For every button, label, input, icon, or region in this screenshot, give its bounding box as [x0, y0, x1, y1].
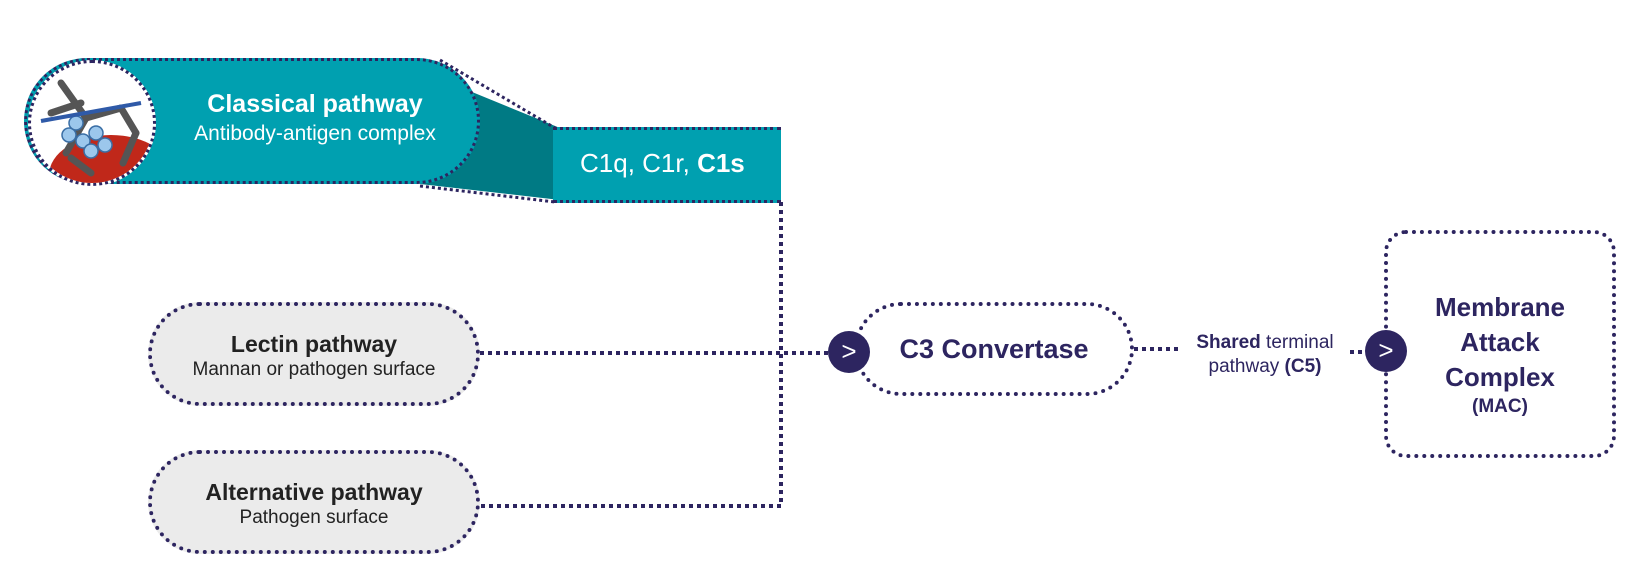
alternative-pathway-node: Alternative pathway Pathogen surface	[148, 450, 480, 554]
alternative-pathway-title: Alternative pathway	[205, 479, 423, 505]
shared-word: Shared	[1196, 332, 1261, 353]
c1s-label: C1s	[697, 148, 745, 178]
chevron-right-icon: >	[828, 331, 870, 373]
classical-pathway-text: Classical pathway Antibody-antigen compl…	[150, 88, 480, 148]
mac-title-line3: Complex	[1445, 362, 1555, 392]
c1-components-label: C1q, C1r, C1s	[580, 147, 745, 179]
shared-terminal-pathway-label: Shared terminal pathway (C5)	[1180, 331, 1350, 379]
classical-connector-outline-top	[439, 58, 556, 130]
shared-terminal-line2: pathway (C5)	[1180, 355, 1350, 379]
trunk-line	[480, 202, 783, 508]
antibody-antigen-complex-icon	[28, 60, 156, 186]
lectin-pathway-subtitle: Mannan or pathogen surface	[192, 359, 436, 380]
shared-terminal-line1: Shared terminal	[1180, 331, 1350, 355]
mac-title-line2: Attack	[1460, 327, 1540, 357]
lectin-pathway-title: Lectin pathway	[230, 331, 398, 357]
mac-abbreviation: (MAC)	[1472, 396, 1528, 417]
mac-title-line1: Membrane	[1434, 292, 1566, 322]
classical-pathway-subtitle: Antibody-antigen complex	[194, 122, 436, 145]
pathway-word: pathway	[1208, 356, 1285, 377]
c5-label: (C5)	[1284, 356, 1322, 377]
chevron-right-icon: >	[1365, 330, 1407, 372]
classical-connector-outline-bottom	[419, 184, 556, 204]
classical-pathway-title: Classical pathway	[207, 90, 423, 118]
membrane-attack-complex-node: Membrane Attack Complex (MAC)	[1384, 230, 1616, 458]
lectin-pathway-node: Lectin pathway Mannan or pathogen surfac…	[148, 302, 480, 406]
mac-title: Membrane Attack Complex	[1388, 290, 1612, 395]
c1-components-box	[553, 127, 781, 203]
alternative-pathway-subtitle: Pathogen surface	[239, 507, 389, 528]
terminal-word: terminal	[1260, 332, 1334, 353]
c1-components-prefix: C1q, C1r,	[580, 148, 698, 178]
c3-convertase-node: C3 Convertase	[854, 302, 1134, 396]
